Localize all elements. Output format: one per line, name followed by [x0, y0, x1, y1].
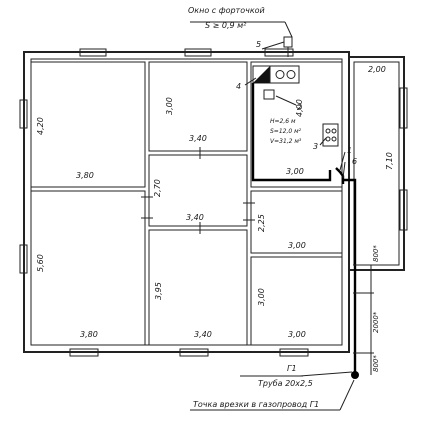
dim-bottom-right-v: 3,00	[257, 288, 266, 306]
veranda-windows	[399, 87, 408, 231]
dim-bottom-mid-h: 3,40	[194, 330, 212, 339]
dim-bottom-mid-v: 3,95	[154, 282, 163, 300]
room-kitchen	[250, 61, 343, 188]
room-bottom-left	[30, 190, 146, 346]
pipe-spec: Труба 20х2,5	[258, 379, 313, 388]
kitchen-volume: V=31,2 м³	[270, 138, 302, 145]
dim-pipe-seg3: 800*	[372, 355, 380, 372]
pipe-indoor-run	[251, 83, 332, 182]
callout-6: 6	[352, 157, 357, 166]
dim-pipe-seg1: 800*	[372, 245, 380, 262]
door-marks	[141, 147, 255, 234]
room-bottom-right	[250, 256, 343, 346]
dim-bottom-left-h: 3,80	[80, 330, 98, 339]
callout-4: 4	[236, 82, 241, 91]
dim-top-mid-v: 3,00	[165, 97, 174, 115]
room-top-left	[30, 61, 146, 188]
tie-in-note: Точка врезки в газопровод Г1	[193, 400, 319, 409]
kitchen-area: S=12,0 м²	[270, 128, 302, 135]
dim-pipe-seg2: 2000*	[372, 311, 380, 333]
veranda-outer-wall	[348, 56, 405, 271]
dim-top-left-v: 4,20	[36, 117, 45, 135]
kitchen-height: H=2,6 м	[270, 118, 296, 125]
veranda-inner-wall	[353, 61, 400, 266]
gas-meter	[322, 123, 339, 147]
callout-1: 1	[347, 146, 352, 155]
dim-top-mid-h: 3,40	[189, 134, 207, 143]
window-symbols	[19, 48, 309, 357]
tie-in-point	[351, 371, 359, 379]
gas-stove	[269, 65, 300, 84]
callout-2: 2	[297, 103, 302, 112]
house-outer-wall	[23, 51, 350, 353]
dim-bottom-left-v: 5,60	[36, 254, 45, 272]
pipe-name: Г1	[287, 364, 297, 373]
leader-lines	[190, 21, 355, 411]
room-small	[250, 190, 343, 254]
dim-kitchen-h: 3,00	[286, 167, 304, 176]
dim-bottom-right-h: 3,00	[288, 330, 306, 339]
dim-mid-h: 3,40	[186, 213, 204, 222]
dim-top-left-h: 3,80	[76, 171, 94, 180]
window-note-line2: S ≥ 0,9 м²	[205, 21, 247, 30]
dim-veranda-v: 7,10	[385, 152, 394, 170]
dim-mid-v: 2,70	[153, 179, 162, 197]
dim-kitchen-v: 4,00	[295, 99, 304, 117]
gas-pipe-route	[251, 83, 374, 379]
pipe-outdoor-run	[343, 178, 357, 375]
room-top-mid	[148, 61, 248, 152]
callout-3: 3	[313, 142, 318, 151]
dim-veranda-h: 2,00	[368, 65, 386, 74]
dim-small-h: 3,00	[288, 241, 306, 250]
boiler-fill	[253, 66, 270, 83]
kitchen-equipment	[252, 36, 339, 147]
meter-box	[263, 89, 275, 100]
vent-window-frame	[283, 36, 293, 48]
callout-5: 5	[256, 40, 261, 49]
room-bottom-mid	[148, 229, 248, 346]
room-outlines	[30, 61, 343, 346]
dim-small-v: 2,25	[257, 214, 266, 232]
window-note-line1: Окно с форточкой	[188, 6, 265, 15]
room-mid	[148, 154, 248, 227]
